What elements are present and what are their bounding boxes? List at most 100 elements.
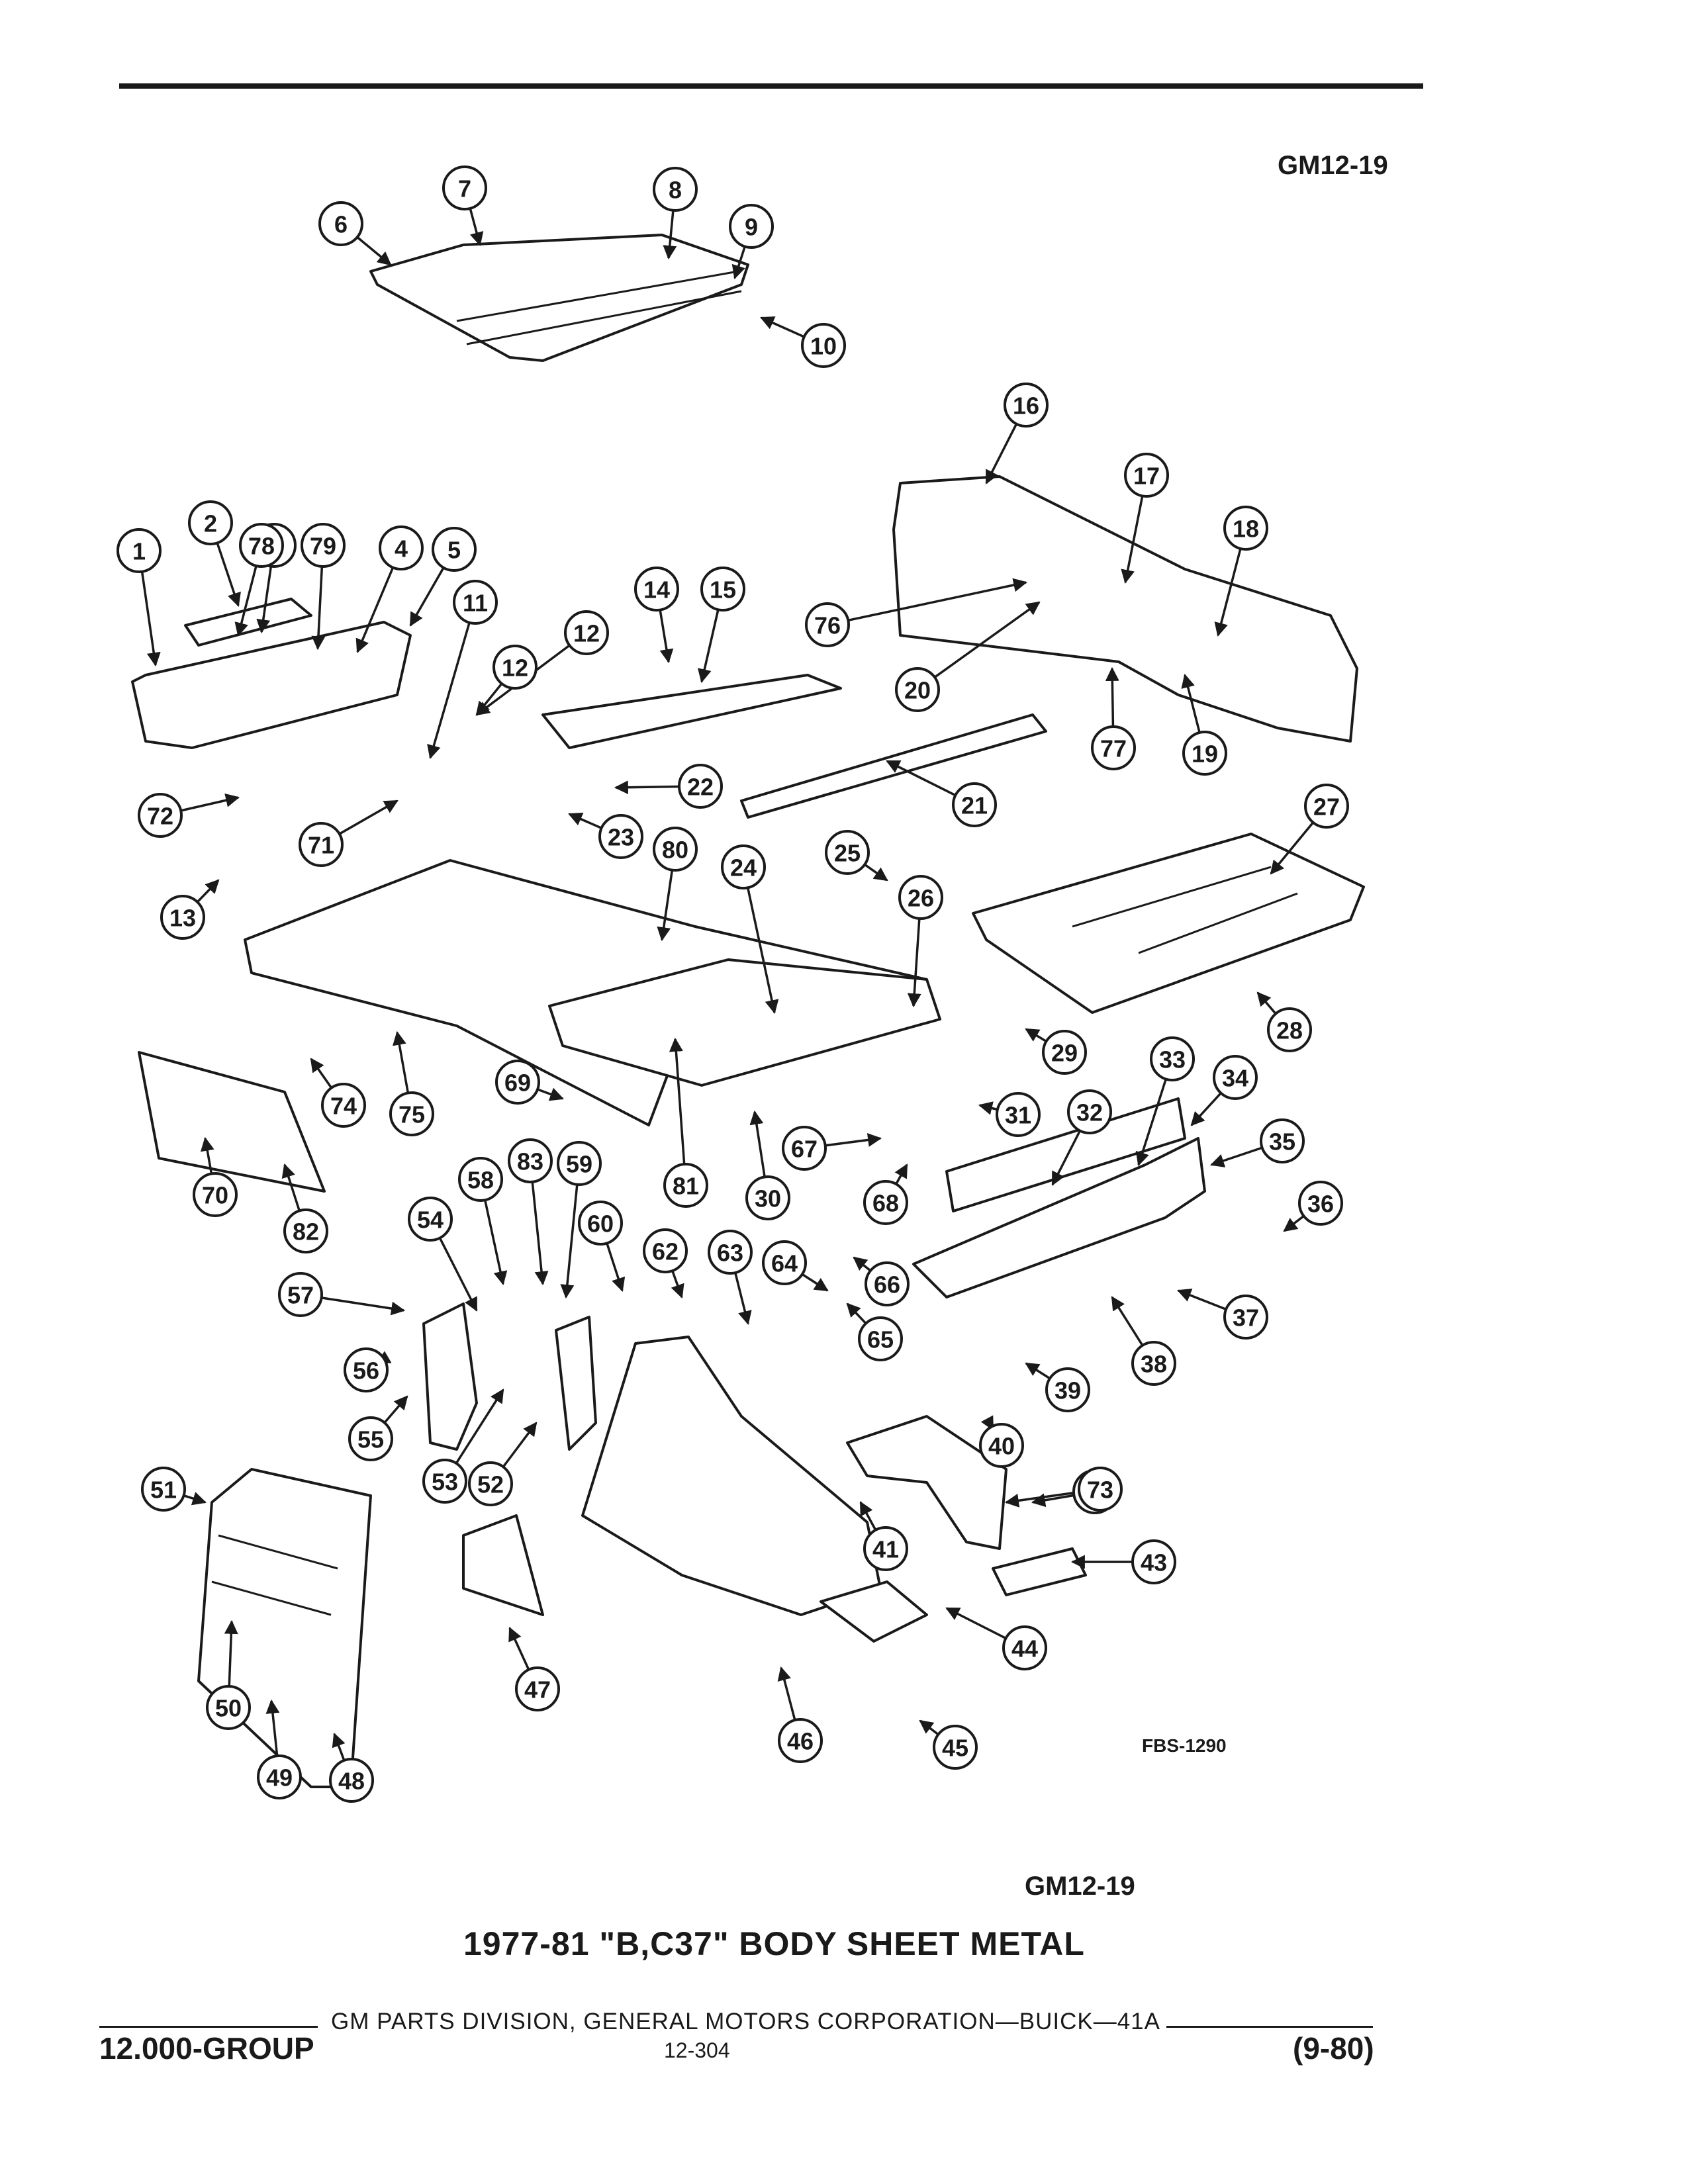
callout-number: 30 [755, 1185, 781, 1212]
callout-number: 52 [477, 1471, 504, 1498]
callout-number: 23 [608, 824, 634, 851]
callout-number: 77 [1100, 735, 1127, 762]
callout-69: 69 [495, 1060, 540, 1105]
leader-line-28 [1256, 991, 1277, 1015]
callout-circle [1213, 1055, 1258, 1100]
callout-2: 2 [188, 500, 233, 545]
callout-circle [863, 1526, 908, 1571]
leader-line-25 [864, 863, 888, 882]
leader-line-23 [568, 812, 602, 829]
shroud-upper [541, 674, 842, 749]
callout-circle [458, 1157, 503, 1202]
callout-77: 77 [1091, 725, 1136, 770]
callout-circle [193, 1172, 238, 1217]
leader-line-81 [669, 1037, 686, 1165]
leader-line-21 [886, 760, 957, 797]
callout-circle [1045, 1367, 1090, 1412]
callout-49: 49 [257, 1754, 302, 1799]
leader-line-54 [438, 1237, 478, 1312]
callout-number: 59 [566, 1151, 592, 1178]
callout-18: 18 [1223, 506, 1268, 551]
leader-line-26 [907, 918, 921, 1008]
callout-circle [515, 1666, 560, 1711]
callout-number: 32 [1076, 1099, 1103, 1126]
callout-22: 22 [678, 764, 723, 809]
callout-54: 54 [408, 1197, 453, 1242]
callout-number: 79 [310, 533, 336, 560]
leader-line-55 [383, 1395, 408, 1424]
callout-circle [239, 523, 284, 568]
callout-circle [863, 1180, 908, 1225]
leader-line-14 [659, 610, 674, 664]
callout-circle [805, 602, 850, 647]
callout-number: 44 [1011, 1635, 1038, 1662]
leader-line-78 [234, 565, 258, 637]
callout-number: 21 [961, 792, 988, 819]
callout-31: 31 [996, 1092, 1041, 1137]
callout-47: 47 [515, 1666, 560, 1711]
callout-12: 12 [564, 610, 609, 655]
callout-circle [495, 1060, 540, 1105]
callout-number: 71 [308, 832, 334, 859]
callout-number: 48 [338, 1768, 365, 1795]
callout-circle [408, 1197, 453, 1242]
callout-circle [1267, 1007, 1312, 1052]
callout-number: 34 [1222, 1065, 1248, 1092]
callout-number: 27 [1313, 794, 1340, 821]
callout-40: 40 [979, 1423, 1024, 1468]
callout-circle [1091, 725, 1136, 770]
callout-number: 35 [1269, 1128, 1295, 1156]
callout-74: 74 [321, 1083, 366, 1128]
callout-53: 53 [422, 1459, 467, 1504]
callout-63: 63 [708, 1230, 753, 1275]
leader-line-16 [985, 423, 1018, 484]
callout-number: 62 [652, 1238, 679, 1265]
callout-70: 70 [193, 1172, 238, 1217]
callout-number: 76 [814, 612, 841, 639]
leader-line-79 [311, 566, 326, 651]
callout-circle [1223, 506, 1268, 551]
leader-line-65 [846, 1302, 867, 1324]
callout-80: 80 [653, 827, 698, 872]
callout-circle [1042, 1030, 1087, 1075]
callout-number: 60 [587, 1210, 614, 1238]
leader-line-3 [256, 566, 273, 634]
callout-circle [432, 527, 477, 572]
leader-line-4 [355, 567, 395, 653]
leader-line-45 [919, 1719, 939, 1736]
callout-36: 36 [1298, 1181, 1343, 1226]
leader-line-44 [945, 1607, 1007, 1640]
callout-number: 68 [872, 1190, 899, 1217]
callout-number: 1 [132, 538, 146, 565]
callout-number: 13 [169, 905, 196, 932]
callout-number: 15 [710, 576, 736, 604]
callout-73: 73 [1078, 1467, 1123, 1512]
callout-number: 9 [745, 214, 758, 241]
callout-number: 45 [942, 1735, 968, 1762]
callout-64: 64 [762, 1240, 807, 1285]
footer-rule-right [1166, 2026, 1373, 2028]
leader-line-59 [560, 1184, 579, 1299]
callout-circle [858, 1316, 903, 1361]
callout-number: 36 [1307, 1191, 1334, 1218]
leader-line-64 [801, 1273, 829, 1292]
trunk-lid [972, 833, 1365, 1014]
callout-circle [1182, 731, 1227, 776]
front-door [197, 1468, 372, 1788]
rear-floor [548, 958, 941, 1087]
callout-number: 55 [357, 1426, 384, 1453]
callout-circle [782, 1126, 827, 1171]
callout-circle [299, 822, 344, 867]
leader-line-60 [606, 1242, 626, 1292]
callout-number: 74 [330, 1093, 357, 1120]
callout-50: 50 [206, 1685, 251, 1730]
callout-circle [206, 1685, 251, 1730]
callout-38: 38 [1131, 1341, 1176, 1386]
leader-line-42 [1031, 1493, 1074, 1508]
callout-19: 19 [1182, 731, 1227, 776]
callout-number: 63 [717, 1240, 743, 1267]
callout-bubbles: 1234567891011121213141516171819202122232… [117, 165, 1349, 1803]
leader-line-17 [1121, 496, 1144, 584]
callout-circle [160, 895, 205, 940]
callout-4: 4 [379, 525, 424, 570]
